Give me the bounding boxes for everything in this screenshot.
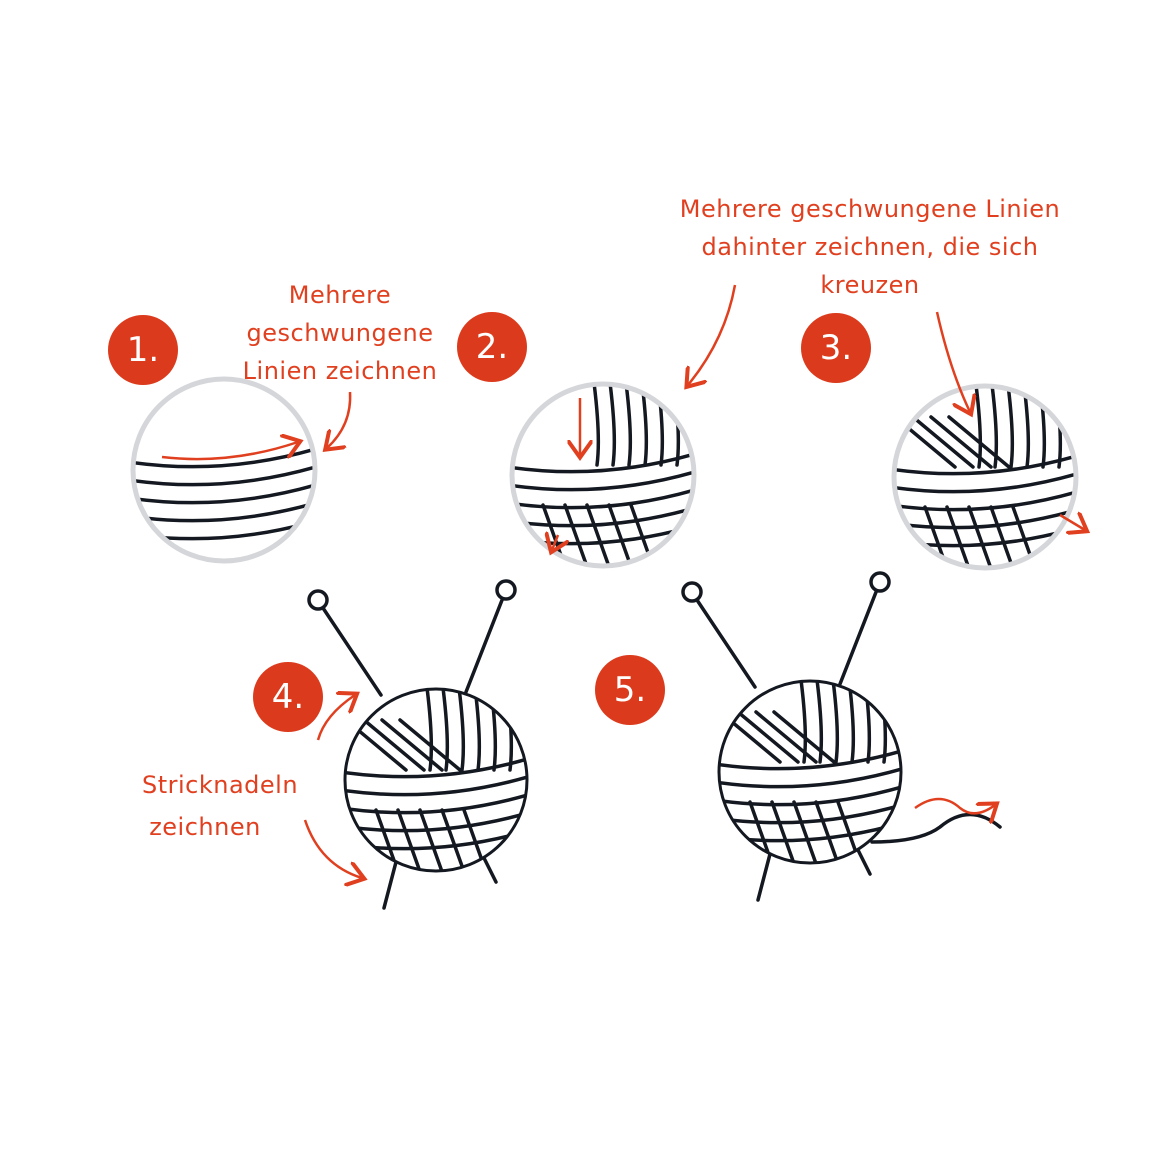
step-3-badge: 3. xyxy=(801,313,871,383)
caption-line: Mehrere xyxy=(288,281,392,309)
step-4-badge: 4. xyxy=(253,662,323,732)
step-3-caption: Mehrere geschwungene Linien dahinter zei… xyxy=(650,190,1090,304)
yarn-ball-1 xyxy=(130,376,318,564)
step-1-badge: 1. xyxy=(108,315,178,385)
step-5-badge: 5. xyxy=(595,655,665,725)
caption-line: Mehrere geschwungene Linien xyxy=(679,195,1061,223)
yarn-ball-2 xyxy=(509,381,697,569)
caption-line: dahinter zeichnen, die sich xyxy=(701,233,1039,261)
caption-line: Stricknadeln xyxy=(141,771,299,799)
yarn-ball-5 xyxy=(681,571,1002,902)
caption-line: Linien zeichnen xyxy=(242,357,438,385)
step-4-caption: Stricknadeln zeichnen xyxy=(120,764,320,848)
yarn-ball-3 xyxy=(891,383,1079,571)
yarn-ball-4 xyxy=(307,579,529,910)
step-2-badge: 2. xyxy=(457,312,527,382)
step-1-caption: Mehrere geschwungene Linien zeichnen xyxy=(220,276,460,390)
caption-line: zeichnen xyxy=(149,813,261,841)
caption-line: geschwungene xyxy=(246,319,434,347)
caption-line: kreuzen xyxy=(820,271,920,299)
annotation-arrows xyxy=(161,284,1085,878)
